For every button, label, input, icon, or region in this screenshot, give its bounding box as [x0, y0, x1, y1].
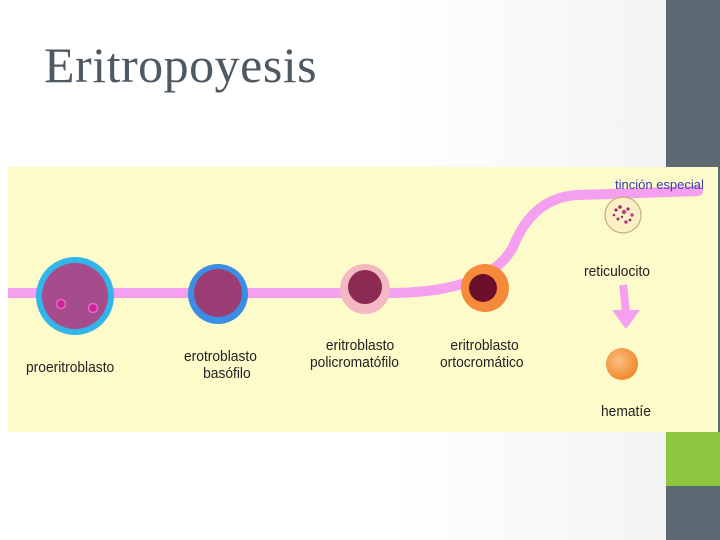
label-line: basófilo	[203, 365, 251, 382]
slide-title: Eritropoyesis	[44, 37, 318, 93]
orthochromatic-erythroblast-cell-icon	[461, 264, 509, 312]
side-accent-block	[666, 432, 720, 486]
label-line: ortocromático	[440, 354, 524, 371]
label-line: policromatófilo	[310, 354, 399, 371]
polychromatic-erythroblast-cell-icon	[340, 264, 390, 314]
stage-label-hematie: hematíe	[601, 403, 651, 420]
diagram-drawing	[8, 186, 703, 380]
proerythroblast-cell-icon	[36, 257, 114, 335]
label-line: eritroblasto	[325, 337, 395, 354]
stage-label-proeritroblasto: proeritroblasto	[26, 359, 114, 376]
label-line: proeritroblasto	[26, 359, 115, 376]
label-line: hematíe	[601, 403, 651, 420]
stage-label-policromatofilo: eritroblasto policromatófilo	[310, 337, 399, 371]
stage-label-reticulocito: reticulocito	[584, 263, 650, 280]
reticulocyte-cell-icon	[604, 196, 642, 234]
special-stain-label: tinción especial	[615, 177, 704, 192]
label-line: eritroblasto	[450, 337, 519, 354]
arrow-shaft	[619, 284, 630, 313]
maturation-path	[8, 186, 703, 298]
arrow-head-icon	[612, 310, 640, 329]
basophilic-erythroblast-cell-icon	[188, 264, 248, 324]
red-blood-cell-icon	[606, 348, 638, 380]
erythropoiesis-diagram: tinción especial proeritroblasto erotrob…	[8, 167, 718, 432]
stage-label-basofilo: erotroblasto basófilo	[184, 348, 257, 382]
label-line: erotroblasto	[184, 348, 257, 365]
stage-label-ortocromatico: eritroblasto ortocromático	[440, 337, 524, 371]
label-line: reticulocito	[584, 263, 650, 280]
